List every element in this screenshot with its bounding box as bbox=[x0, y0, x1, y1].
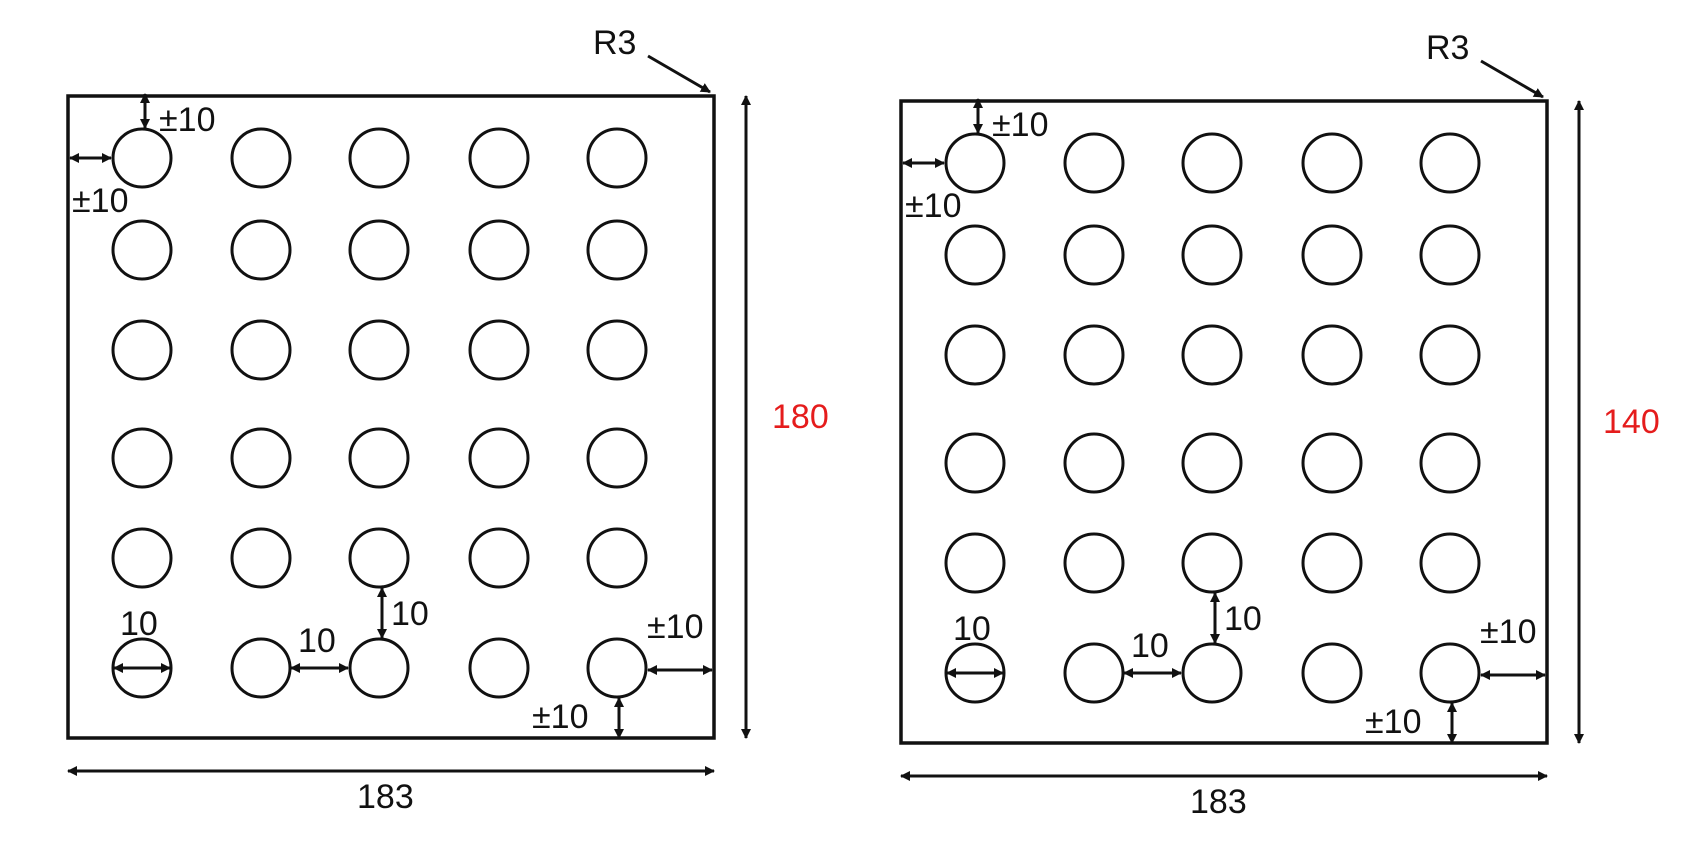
hole bbox=[348, 319, 410, 381]
right-offset-label: ±10 bbox=[647, 608, 703, 646]
hole bbox=[230, 527, 292, 589]
hole bbox=[230, 127, 292, 189]
spacing-v-label: 10 bbox=[391, 595, 429, 633]
corner-radius-leader bbox=[647, 54, 711, 94]
hole bbox=[1063, 224, 1125, 286]
hole bbox=[1419, 324, 1481, 386]
hole bbox=[1301, 132, 1363, 194]
width-label: 183 bbox=[357, 778, 414, 816]
hole bbox=[348, 427, 410, 489]
diameter-label: 10 bbox=[120, 605, 158, 643]
hole bbox=[1419, 532, 1481, 594]
hole bbox=[1063, 324, 1125, 386]
spacing-v-label: 10 bbox=[1224, 600, 1262, 638]
hole bbox=[1419, 642, 1481, 704]
hole bbox=[1419, 224, 1481, 286]
hole bbox=[468, 319, 530, 381]
hole bbox=[1181, 224, 1243, 286]
hole bbox=[1301, 324, 1363, 386]
hole bbox=[1181, 532, 1243, 594]
hole bbox=[1181, 432, 1243, 494]
hole bbox=[944, 532, 1006, 594]
hole bbox=[1301, 224, 1363, 286]
hole bbox=[1063, 642, 1125, 704]
hole bbox=[586, 319, 648, 381]
hole bbox=[1301, 642, 1363, 704]
hole bbox=[1181, 642, 1243, 704]
right-offset-label: ±10 bbox=[1480, 613, 1536, 651]
hole bbox=[230, 637, 292, 699]
hole bbox=[111, 127, 173, 189]
corner-radius-leader bbox=[1480, 59, 1544, 99]
width-label: 183 bbox=[1190, 783, 1247, 821]
spacing-h-label: 10 bbox=[298, 622, 336, 660]
panel-2: R3 ±10 ±10 10 10 10 ±10 ±10 140 183 bbox=[899, 29, 1660, 821]
diameter-label: 10 bbox=[953, 610, 991, 648]
hole bbox=[1063, 532, 1125, 594]
hole bbox=[1181, 324, 1243, 386]
hole bbox=[1181, 132, 1243, 194]
hole bbox=[586, 219, 648, 281]
hole bbox=[1301, 432, 1363, 494]
hole bbox=[348, 637, 410, 699]
hole bbox=[111, 219, 173, 281]
height-label: 180 bbox=[772, 398, 829, 436]
hole bbox=[944, 132, 1006, 194]
hole-grid bbox=[111, 127, 648, 699]
left-offset-label: ±10 bbox=[905, 187, 961, 225]
hole bbox=[944, 432, 1006, 494]
bottom-offset-label: ±10 bbox=[532, 698, 588, 736]
hole bbox=[468, 427, 530, 489]
hole bbox=[468, 219, 530, 281]
hole bbox=[1419, 432, 1481, 494]
left-offset-label: ±10 bbox=[72, 182, 128, 220]
hole bbox=[468, 527, 530, 589]
hole bbox=[1063, 432, 1125, 494]
hole bbox=[586, 127, 648, 189]
hole bbox=[1301, 532, 1363, 594]
corner-radius-label: R3 bbox=[593, 24, 636, 62]
hole bbox=[468, 127, 530, 189]
hole bbox=[348, 127, 410, 189]
hole bbox=[586, 637, 648, 699]
hole bbox=[111, 427, 173, 489]
hole bbox=[348, 527, 410, 589]
hole bbox=[586, 427, 648, 489]
hole bbox=[1419, 132, 1481, 194]
hole bbox=[944, 324, 1006, 386]
plate-outline bbox=[66, 94, 716, 740]
hole bbox=[468, 637, 530, 699]
hole bbox=[348, 219, 410, 281]
height-label: 140 bbox=[1603, 403, 1660, 441]
spacing-h-label: 10 bbox=[1131, 627, 1169, 665]
hole bbox=[230, 319, 292, 381]
top-offset-label: ±10 bbox=[159, 101, 215, 139]
hole bbox=[230, 219, 292, 281]
top-offset-label: ±10 bbox=[992, 106, 1048, 144]
hole bbox=[111, 527, 173, 589]
bottom-offset-label: ±10 bbox=[1365, 703, 1421, 741]
hole bbox=[230, 427, 292, 489]
corner-radius-label: R3 bbox=[1426, 29, 1469, 67]
panel-1: R3 ±10 ±10 10 10 10 ±10 ±10 180 183 bbox=[66, 24, 829, 816]
hole bbox=[111, 319, 173, 381]
hole-grid bbox=[944, 132, 1481, 704]
plate-outline bbox=[899, 99, 1549, 745]
hole bbox=[1063, 132, 1125, 194]
hole bbox=[586, 527, 648, 589]
hole bbox=[944, 224, 1006, 286]
